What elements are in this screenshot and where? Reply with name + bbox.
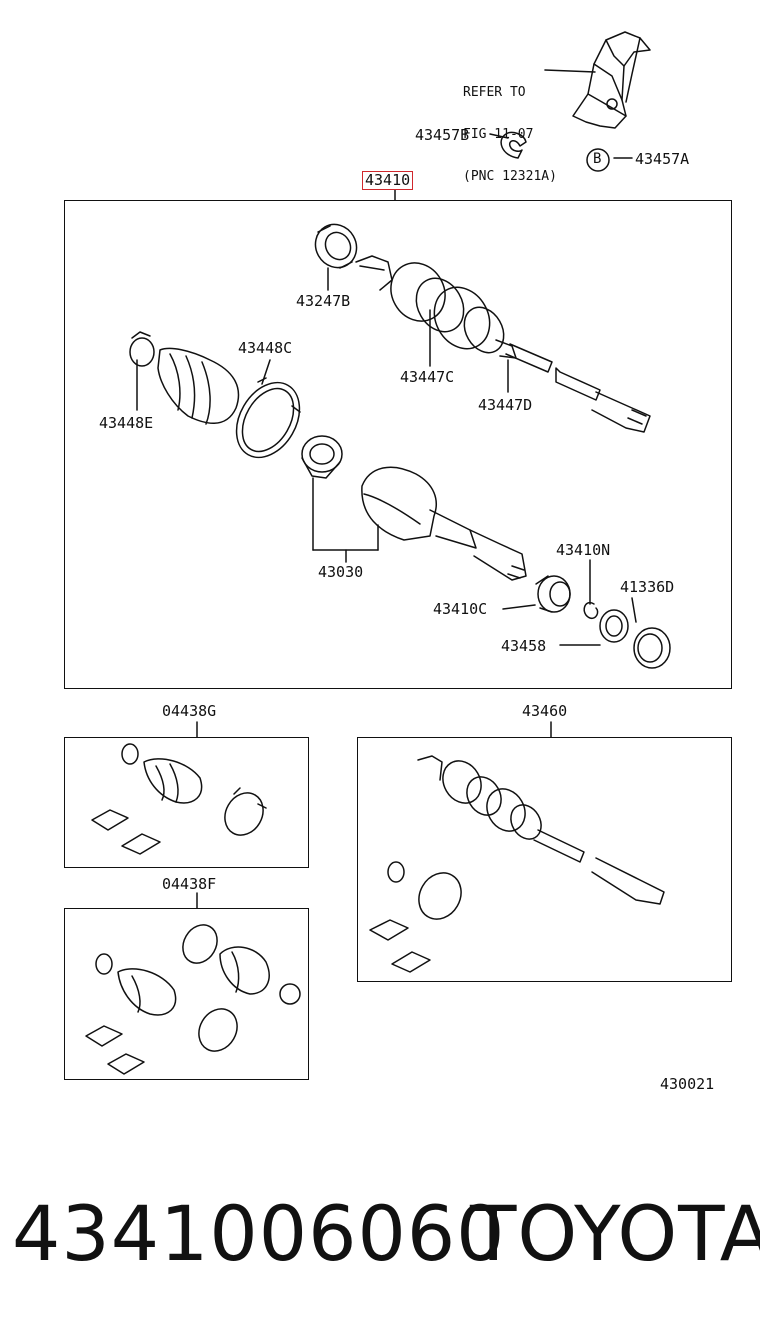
part-label-43448e[interactable]: 43448E bbox=[99, 414, 154, 432]
part-label-43410-highlighted[interactable]: 43410 bbox=[362, 171, 414, 190]
boot-clamp-43448c-drawing bbox=[235, 377, 301, 459]
reference-note-line-2: FIG 11-07 bbox=[463, 127, 534, 142]
tripod-drawing bbox=[301, 435, 343, 479]
shaft-assembly-drawing bbox=[369, 755, 665, 973]
part-label-43410c[interactable]: 43410C bbox=[433, 600, 488, 618]
reference-note-line-3: (PNC 12321A) bbox=[463, 169, 557, 184]
boot-kit-g-frame bbox=[64, 737, 309, 868]
part-label-04438f[interactable]: 04438F bbox=[162, 875, 217, 893]
figure-number: 430021 bbox=[660, 1075, 715, 1093]
part-label-43247b[interactable]: 43247B bbox=[296, 292, 351, 310]
clip-43457b-drawing bbox=[500, 131, 527, 159]
part-label-43457b[interactable]: 43457B bbox=[415, 126, 470, 144]
part-label-43447d[interactable]: 43447D bbox=[478, 396, 533, 414]
part-label-43460[interactable]: 43460 bbox=[522, 702, 568, 720]
reference-note-line-1: REFER TO bbox=[463, 85, 526, 100]
reference-note: REFER TO FIG 11-07 (PNC 12321A) bbox=[463, 58, 557, 198]
outer-joint-drawing bbox=[355, 255, 651, 433]
main-assembly-frame bbox=[64, 200, 732, 689]
callout-b-circle bbox=[586, 148, 610, 172]
brand-caption: TOYOTA bbox=[470, 1189, 760, 1278]
boot-kit-f-drawing bbox=[85, 924, 301, 1075]
inner-boot-drawing bbox=[129, 331, 240, 425]
part-label-43457a[interactable]: 43457A bbox=[635, 150, 690, 168]
snap-ring-43410n-drawing bbox=[583, 601, 599, 620]
bearing-43247b-drawing bbox=[314, 223, 358, 269]
part-label-04438g[interactable]: 04438G bbox=[162, 702, 217, 720]
callout-b-letter: B bbox=[593, 151, 602, 167]
boot-kit-f-frame bbox=[64, 908, 309, 1080]
bracket-drawing bbox=[572, 31, 651, 129]
bearing-43410c-drawing bbox=[535, 575, 571, 613]
inner-joint-shaft-drawing bbox=[361, 466, 527, 581]
part-label-43410n[interactable]: 43410N bbox=[556, 541, 611, 559]
seal-43458-drawing bbox=[599, 609, 629, 643]
part-label-43447c[interactable]: 43447C bbox=[400, 368, 455, 386]
leader-lines bbox=[136, 69, 637, 909]
part-label-43458[interactable]: 43458 bbox=[501, 637, 547, 655]
part-number-caption: 4341006060 bbox=[12, 1189, 506, 1278]
shaft-assembly-frame bbox=[357, 737, 732, 982]
boot-kit-g-drawing bbox=[91, 743, 267, 855]
part-label-43448c[interactable]: 43448C bbox=[238, 339, 293, 357]
part-label-43030[interactable]: 43030 bbox=[318, 563, 364, 581]
part-label-41336d[interactable]: 41336D bbox=[620, 578, 675, 596]
oil-seal-41336d-drawing bbox=[633, 627, 671, 669]
